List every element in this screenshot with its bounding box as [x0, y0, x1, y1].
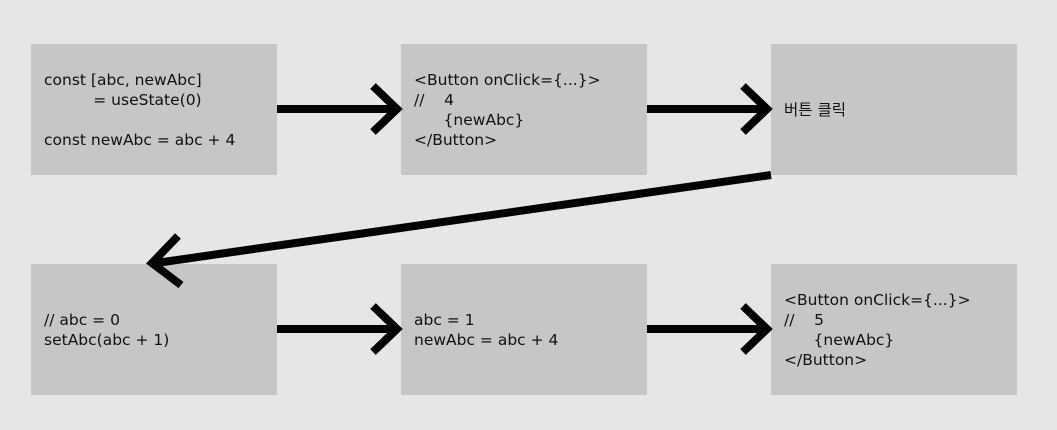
code-line: {newAbc}: [414, 110, 525, 129]
code-line: </Button>: [414, 130, 498, 149]
arrow-right-icon: [277, 303, 403, 355]
arrow-diagonal-icon: [145, 171, 772, 289]
step-label: 버튼 클릭: [784, 100, 846, 119]
code-line: // abc = 0: [44, 310, 120, 329]
step-box-initial-state: const [abc, newAbc] = useState(0) const …: [31, 44, 277, 175]
arrow-right-icon: [647, 83, 773, 135]
code-line: <Button onClick={...}>: [784, 290, 971, 309]
step-box-render-5: <Button onClick={...}> // 5 {newAbc} </B…: [771, 264, 1017, 395]
arrow-right-icon: [277, 83, 403, 135]
code-line: newAbc = abc + 4: [414, 330, 559, 349]
step-box-render-4: <Button onClick={...}> // 4 {newAbc} </B…: [401, 44, 647, 175]
step-box-set-state: // abc = 0 setAbc(abc + 1): [31, 264, 277, 395]
step-box-rerender-values: abc = 1 newAbc = abc + 4: [401, 264, 647, 395]
step-box-button-click: 버튼 클릭: [771, 44, 1017, 175]
code-line: const [abc, newAbc]: [44, 70, 202, 89]
code-line: abc = 1: [414, 310, 475, 329]
code-line: // 4: [414, 90, 455, 109]
code-line: {newAbc}: [784, 330, 895, 349]
code-line: setAbc(abc + 1): [44, 330, 170, 349]
arrow-right-icon: [647, 303, 773, 355]
code-line: <Button onClick={...}>: [414, 70, 601, 89]
code-line: const newAbc = abc + 4: [44, 130, 236, 149]
code-line: = useState(0): [44, 90, 202, 109]
code-line: </Button>: [784, 350, 868, 369]
code-line: // 5: [784, 310, 825, 329]
